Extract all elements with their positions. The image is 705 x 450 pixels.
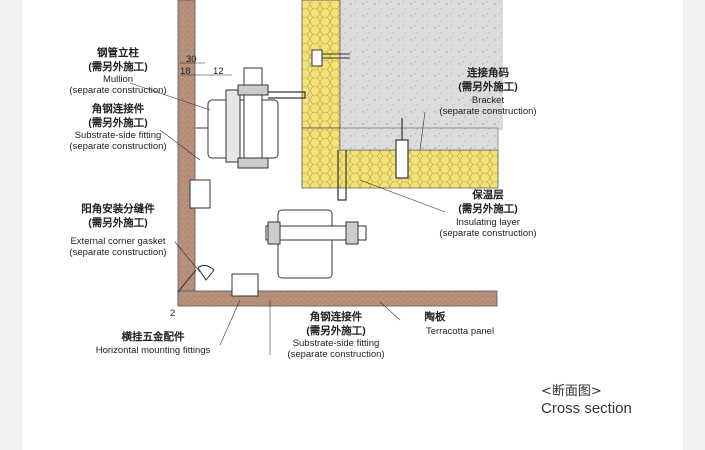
panel-label-en: Terracotta panel <box>426 326 494 337</box>
leader-lines <box>129 62 446 355</box>
gasket-label-en2: (separate construction) <box>69 247 166 258</box>
mullion-label-zh: 钢管立柱 <box>97 46 139 59</box>
insulation-label-en2: (separate construction) <box>439 228 536 239</box>
dimension-18: 18 <box>180 66 191 77</box>
mullion-assembly-lower <box>265 209 367 279</box>
corner-line <box>177 269 197 293</box>
horizontal-fitting <box>231 273 259 297</box>
bracket-label-en: Bracket <box>472 95 505 106</box>
fitting-b-label-zh: 角钢连接件 <box>310 310 363 323</box>
bracket <box>268 91 409 201</box>
horizontal-fittings-label-en: Horizontal mounting fittings <box>96 345 211 356</box>
concrete-block-upper <box>338 0 503 130</box>
gasket-label-zh2: (需另外施工) <box>88 216 148 229</box>
corner-gasket <box>197 264 215 281</box>
fitting-b-label-en2: (separate construction) <box>287 349 384 360</box>
bracket-label-en2: (separate construction) <box>439 106 536 117</box>
fitting-a-label-zh2: (需另外施工) <box>88 116 148 129</box>
fitting-b-label-en: Substrate-side fitting <box>293 338 380 349</box>
bracket-label-zh: 连接角码 <box>467 66 509 79</box>
terracotta-panel-horizontal <box>177 290 498 307</box>
caption-zh: <断面图> <box>541 384 602 399</box>
fitting-a-label-en: Substrate-side fitting <box>75 130 162 141</box>
insulation-label-zh: 保温层 <box>471 188 504 201</box>
terracotta-panel-vertical <box>177 0 196 306</box>
mullion-label-en: Mullion <box>103 74 133 85</box>
mullion-assembly-upper <box>196 67 279 169</box>
bracket-label-zh2: (需另外施工) <box>458 80 518 93</box>
mullion-label-zh2: (需另外施工) <box>88 60 148 73</box>
anchor-bolt-top <box>311 49 350 67</box>
dimension-12: 12 <box>213 66 224 77</box>
caption-en: Cross section <box>541 400 632 417</box>
fitting-a-label-zh: 角钢连接件 <box>92 102 145 115</box>
dimension-2: 2 <box>170 308 175 319</box>
dimension-30: 30 <box>186 54 197 65</box>
insulation-label-zh2: (需另外施工) <box>458 202 518 215</box>
gasket-label-zh: 阳角安装分缝件 <box>81 202 155 215</box>
panel-label-zh: 陶板 <box>425 310 446 323</box>
fitting-a-label-en2: (separate construction) <box>69 141 166 152</box>
gasket-fitting-upper <box>189 179 211 209</box>
fitting-b-label-zh2: (需另外施工) <box>306 324 366 337</box>
concrete-step <box>339 127 499 151</box>
mullion-label-en2: (separate construction) <box>69 85 166 96</box>
insulation-label-en: Insulating layer <box>456 217 520 228</box>
gasket-label-en: External corner gasket <box>70 236 165 247</box>
horizontal-fittings-label-zh: 横挂五金配件 <box>122 330 185 343</box>
